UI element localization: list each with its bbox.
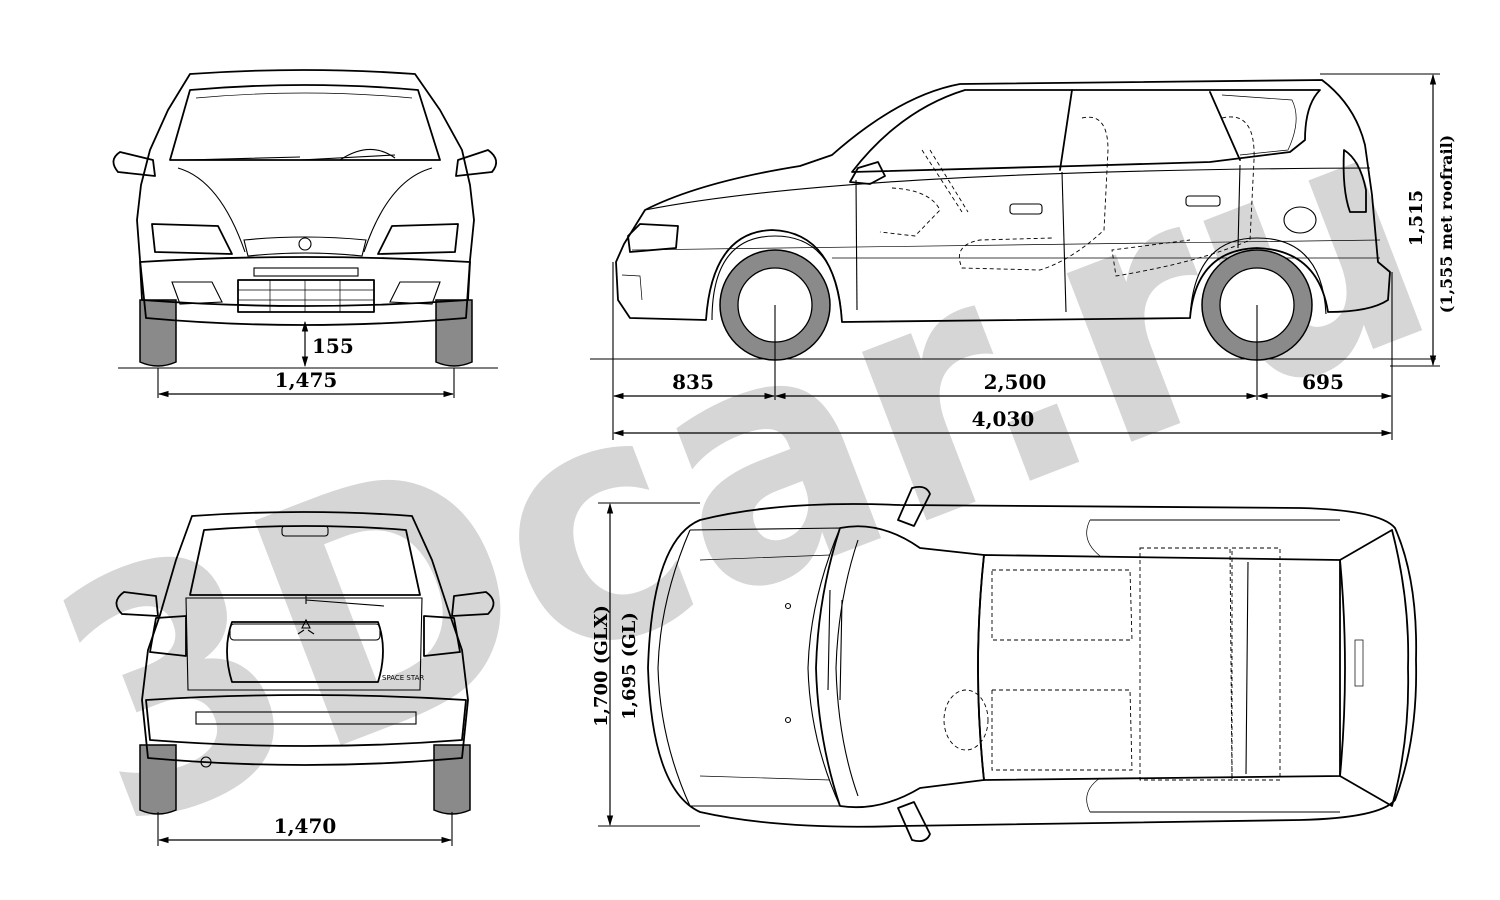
front-emblem-icon: [298, 237, 312, 251]
width-glx-label: 1,700 (GLX): [591, 605, 612, 727]
rear-dimensions: 1,470: [157, 812, 453, 846]
overall-length-label: 4,030: [972, 407, 1035, 431]
rear-wiper-icon: [305, 596, 385, 607]
top-right-mirror-icon: [897, 801, 931, 843]
height-roofrail-label: (1,555 met roofrail): [1437, 135, 1456, 314]
front-left-mirror-icon: [112, 151, 156, 177]
front-left-tyre: [139, 299, 177, 367]
front-right-mirror-icon: [455, 149, 498, 177]
rear-view: SPACE STAR: [115, 511, 495, 815]
rear-door-handle-icon: [1185, 195, 1221, 207]
front-right-headlight-icon: [377, 223, 459, 255]
ground-clearance-label: 155: [312, 334, 354, 358]
front-view: [112, 69, 498, 369]
front-door-handle-icon: [1009, 203, 1043, 215]
top-left-mirror-icon: [897, 485, 931, 527]
side-mirror-icon: [849, 161, 886, 185]
rear-right-tyre: [433, 744, 471, 815]
watermark: 3Dcar.ru: [10, 35, 1473, 900]
rear-overhang-label: 695: [1302, 370, 1344, 394]
width-gl-label: 1,695 (GL): [619, 612, 640, 720]
license-plate-recess: [226, 621, 384, 683]
top-view: [647, 485, 1418, 843]
side-headlight-icon: [627, 223, 679, 253]
wheelbase-label: 2,500: [984, 370, 1047, 394]
top-dimensions: 1,700 (GLX) 1,695 (GL): [591, 502, 700, 827]
rear-track-label: 1,470: [274, 814, 337, 838]
front-left-headlight-icon: [151, 223, 233, 255]
rear-left-tyre: [139, 744, 177, 815]
fuel-cap-icon: [1283, 206, 1317, 234]
front-overhang-label: 835: [672, 370, 714, 394]
front-track-label: 1,475: [275, 368, 338, 392]
side-dimensions: 835 2,500 695 4,030 1,515 (1,555 met roo…: [612, 73, 1456, 440]
rear-model-badge: SPACE STAR: [382, 674, 424, 682]
front-dimensions: 155 1,475: [157, 320, 455, 398]
rear-emblem-icon: [297, 618, 315, 635]
front-right-tyre: [435, 299, 473, 367]
height-label: 1,515: [1406, 190, 1427, 246]
